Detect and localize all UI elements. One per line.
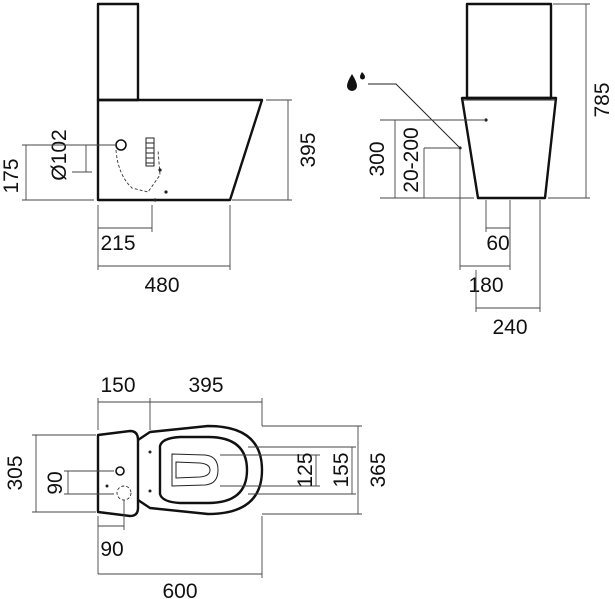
front-pan	[460, 96, 558, 200]
dim-600-label: 600	[162, 580, 197, 599]
plan-cistern	[96, 429, 140, 518]
front-cistern	[465, 2, 553, 100]
dim-395-plan-label: 395	[188, 374, 223, 397]
dim-90-label: 90	[44, 471, 67, 494]
dim-diameter-label: Ø102	[48, 129, 71, 180]
dim-365-label: 365	[367, 452, 390, 487]
dim-outlet-offset: 215	[97, 205, 153, 270]
plan-bowl-rim	[158, 435, 249, 505]
dim-projection: 480	[98, 205, 231, 297]
dim-pan-width: 365	[262, 425, 390, 515]
water-drop-icon	[347, 72, 365, 91]
dim-785-label: 785	[591, 82, 614, 117]
dim-60-label: 60	[486, 232, 509, 255]
front-view: 785 300 20-200 60 180	[347, 2, 614, 339]
fixing-bracket	[145, 137, 168, 202]
dim-175-label: 175	[0, 158, 23, 193]
dim-305-label: 305	[4, 455, 27, 490]
dim-outlet-offset-bottom: 90	[97, 500, 125, 574]
dim-20-200-label: 20-200	[400, 127, 423, 192]
plan-outlet-circle	[116, 485, 132, 501]
dim-cistern-half: 240	[475, 200, 541, 339]
side-cistern	[96, 2, 140, 102]
side-view: 395 Ø102 175 215 480	[0, 2, 320, 297]
dim-480-label: 480	[144, 274, 179, 297]
dim-cistern-depth: 150	[97, 374, 151, 430]
dim-155-label: 155	[330, 452, 353, 487]
dim-180-label: 180	[468, 274, 503, 297]
dim-pan-half: 180	[459, 150, 511, 297]
trap-hidden-line	[115, 149, 161, 193]
dim-125-label: 125	[294, 452, 317, 487]
dim-300-label: 300	[366, 141, 389, 176]
dim-395-label: 395	[297, 132, 320, 167]
dim-240-label: 240	[492, 316, 527, 339]
side-pan	[96, 98, 264, 202]
plan-flush-button	[115, 466, 125, 476]
plan-bowl-outer	[137, 424, 264, 516]
outlet-circle	[115, 139, 127, 151]
dim-150-label: 150	[100, 374, 135, 397]
dim-seat-inner: 125	[220, 452, 320, 488]
dim-inlet-height: 300	[366, 119, 484, 199]
supply-leader	[368, 83, 461, 149]
plan-view: 150 395 305 90 125	[4, 374, 390, 599]
dim-outlet-width: 90	[44, 470, 114, 495]
dim-inlet-offset: 60	[485, 200, 511, 255]
dim-inlet-range: 20-200	[400, 127, 458, 198]
dim-bowl-length: 395	[150, 374, 263, 426]
dim-overall-length: 600	[98, 516, 263, 599]
dim-215-label: 215	[100, 232, 135, 255]
dim-90-bottom-label: 90	[100, 538, 123, 561]
plan-seat-inner	[171, 453, 219, 487]
dim-outlet-diameter: Ø102	[48, 129, 116, 181]
dim-outlet-height: 175	[0, 144, 94, 201]
dim-overall-width: 305	[4, 434, 96, 513]
dim-seat-outer: 155	[248, 446, 356, 495]
dim-total-height: 785	[548, 3, 614, 199]
dim-side-height: 395	[232, 99, 320, 201]
